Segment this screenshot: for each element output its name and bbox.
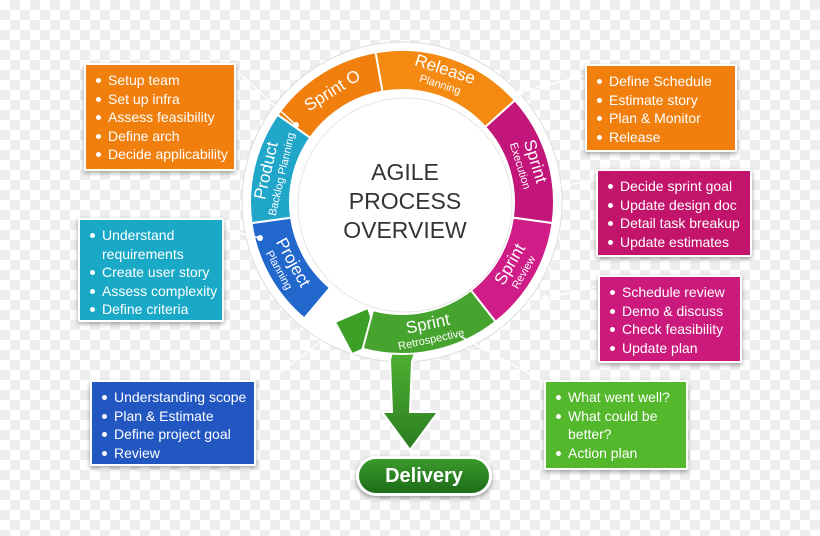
list-item: Release xyxy=(597,128,727,147)
delivery-button[interactable]: Delivery xyxy=(356,456,492,496)
sprint-review-box: Schedule review Demo & discuss Check fea… xyxy=(598,275,742,363)
list-item: Assess feasibility xyxy=(96,108,226,127)
list-item: Setup team xyxy=(96,71,226,90)
list-item: Understand xyxy=(90,226,214,245)
list-item: Define criteria xyxy=(90,300,214,319)
list-item: Demo & discuss xyxy=(610,302,732,321)
list-item: Review xyxy=(102,444,246,463)
list-item: Update plan xyxy=(610,339,732,358)
connector-execution xyxy=(559,179,601,187)
list-item: Plan & Monitor xyxy=(597,109,727,128)
list-item: Define arch xyxy=(96,127,226,146)
list-item: Check feasibility xyxy=(610,320,732,339)
list-item: Set up infra xyxy=(96,90,226,109)
connector-project xyxy=(253,335,329,393)
center-title: AGILE PROCESS OVERVIEW xyxy=(325,158,485,245)
project-planning-box: Understanding scope Plan & Estimate Defi… xyxy=(90,380,256,466)
list-item: Define Schedule xyxy=(597,72,727,91)
retrospective-box: What went well? What could be better? Ac… xyxy=(544,380,688,470)
product-backlog-box: Understand requirements Create user stor… xyxy=(78,218,224,322)
list-item: Define project goal xyxy=(102,425,246,444)
connector-lines xyxy=(216,68,605,393)
list-item: Action plan xyxy=(556,444,678,463)
list-item: Create user story xyxy=(90,263,214,282)
list-item: Estimate story xyxy=(597,91,727,110)
list-item: Decide applicability xyxy=(96,145,228,164)
list-item: Plan & Estimate xyxy=(102,407,246,426)
list-item: Decide sprint goal xyxy=(608,177,742,196)
list-item: Detail task breakup xyxy=(608,214,742,233)
ring-segment-6 xyxy=(249,113,312,225)
connector-retro xyxy=(459,335,553,388)
sprint-execution-box: Decide sprint goal Update design doc Det… xyxy=(596,169,752,257)
center-circle xyxy=(297,97,513,313)
list-item: Understanding scope xyxy=(102,388,246,407)
connector-review xyxy=(542,284,605,301)
center-title-line-2: PROCESS xyxy=(348,188,462,214)
list-item: What went well? xyxy=(556,388,678,407)
list-item: Update estimates xyxy=(608,233,742,252)
center-title-line-1: AGILE xyxy=(371,159,439,185)
center-title-line-3: OVERVIEW xyxy=(343,217,467,243)
release-planning-box: Define Schedule Estimate story Plan & Mo… xyxy=(585,64,737,152)
list-item-continuation: requirements xyxy=(102,245,184,262)
list-item-continuation: better? xyxy=(568,426,612,442)
list-item: What could be xyxy=(556,407,678,426)
sprint0-box: Setup team Set up infra Assess feasibili… xyxy=(84,63,236,171)
list-item: Update design doc xyxy=(608,196,742,215)
list-item: Schedule review xyxy=(610,283,732,302)
list-item: Assess complexity xyxy=(90,282,217,301)
